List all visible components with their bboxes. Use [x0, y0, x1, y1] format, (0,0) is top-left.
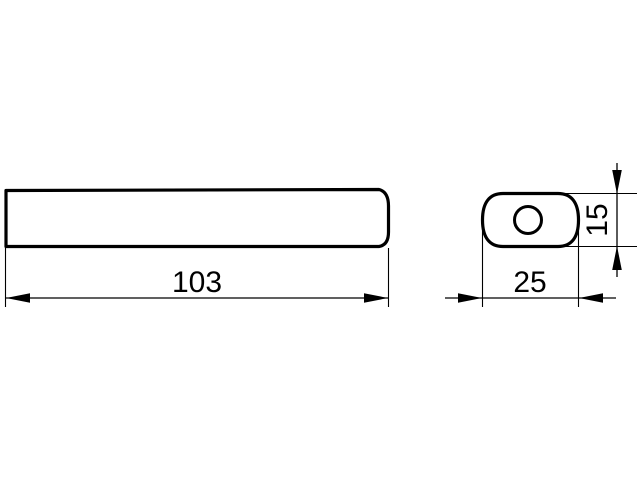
dimension-width-25: 25 — [445, 222, 616, 307]
bar-outline — [4, 187, 391, 249]
oval-outline — [480, 191, 581, 249]
dimension-value-length: 103 — [172, 266, 222, 299]
arrow-height-bottom — [612, 246, 622, 270]
end-view-oval — [480, 191, 581, 249]
dimension-height-15: 15 — [560, 163, 637, 277]
arrow-width-right — [579, 293, 603, 303]
center-hole — [513, 205, 543, 235]
arrow-right — [364, 293, 388, 303]
arrow-width-left — [458, 293, 482, 303]
arrow-left — [6, 293, 30, 303]
dimension-value-width: 25 — [513, 266, 546, 299]
arrow-height-top — [612, 170, 622, 194]
dimension-length-103: 103 — [4, 248, 390, 307]
side-view-bar — [4, 187, 391, 249]
dimension-value-height: 15 — [581, 203, 614, 236]
